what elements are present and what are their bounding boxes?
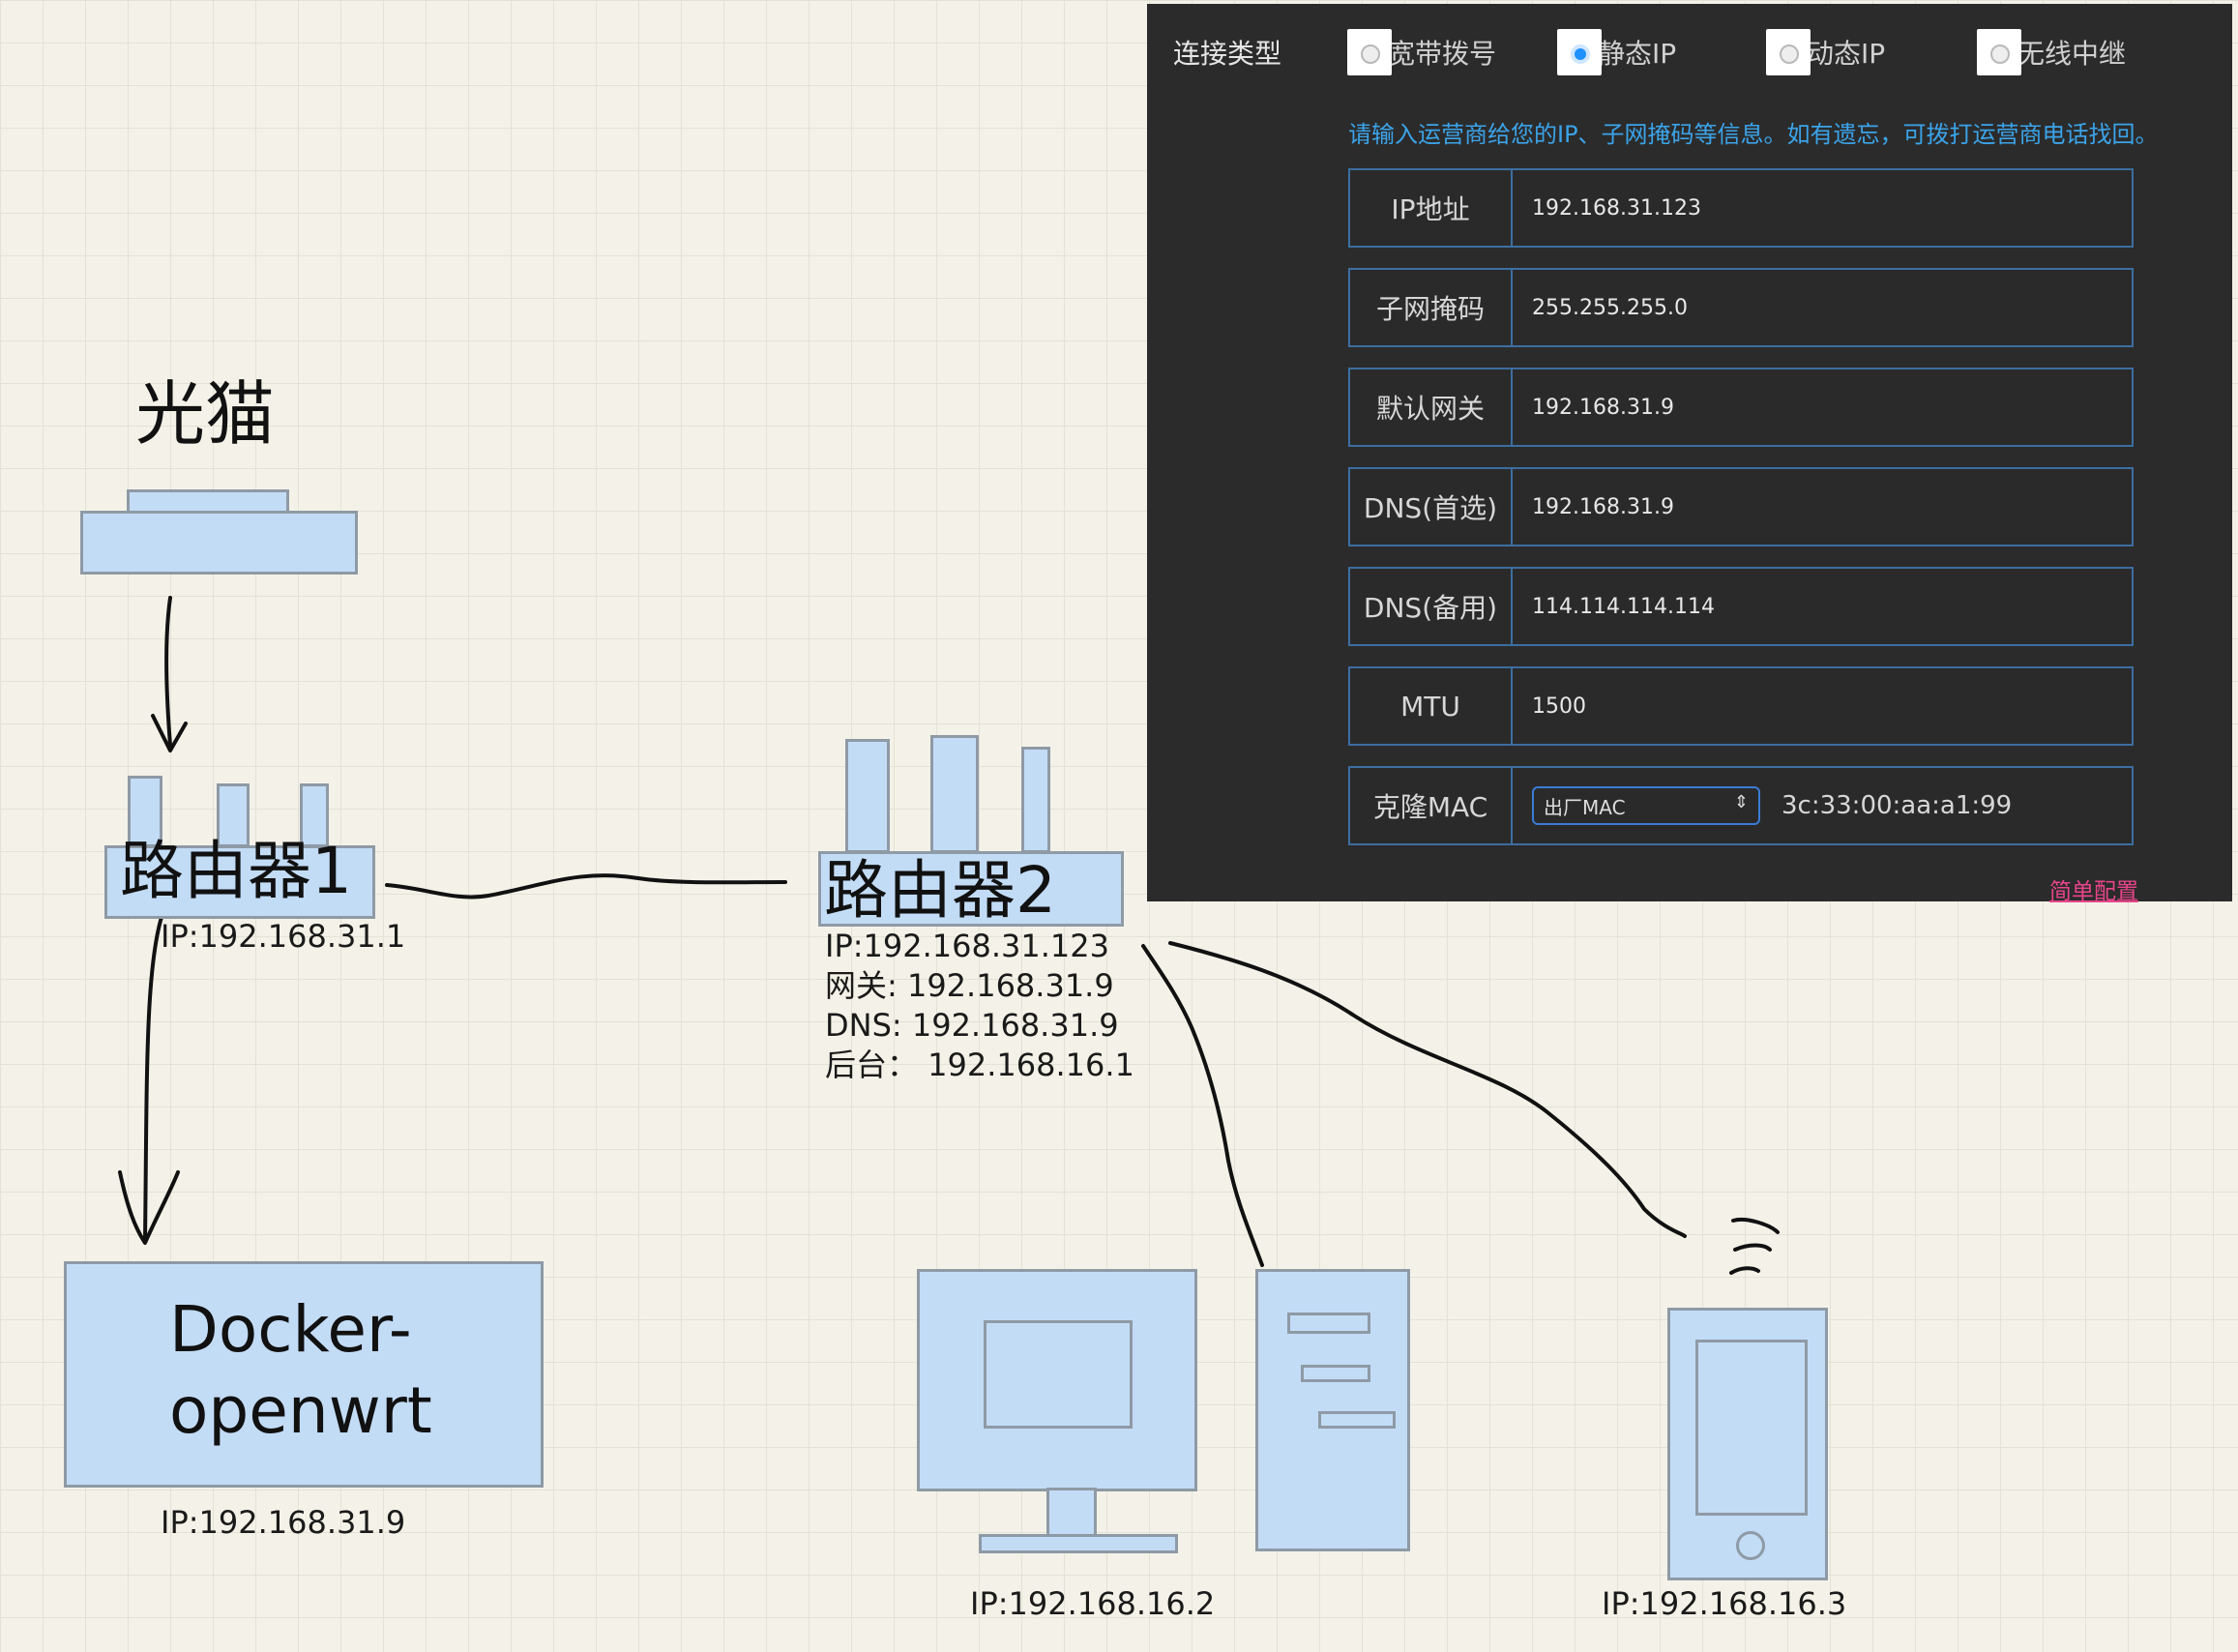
pc-tower — [1255, 1269, 1410, 1551]
phone-screen — [1695, 1340, 1808, 1516]
clone-mac-select-value: 出厂MAC — [1544, 795, 1626, 819]
default-gateway-input[interactable]: 192.168.31.9 — [1532, 395, 1674, 420]
ip-address-input[interactable]: 192.168.31.123 — [1532, 195, 1701, 221]
dns-primary-label: DNS(首选) — [1350, 469, 1513, 545]
router1-ip: IP:192.168.31.1 — [161, 918, 406, 955]
router2-info: IP:192.168.31.123 网关: 192.168.31.9 DNS: … — [825, 927, 1134, 1085]
router-config-panel: 连接类型 宽带拨号 静态IP 动态IP 无线中继 请输入运营商给您的IP、子网掩… — [1147, 4, 2232, 904]
router2-info-admin: 后台： 192.168.16.1 — [825, 1047, 1134, 1083]
docker-ip: IP:192.168.31.9 — [161, 1504, 406, 1541]
radio-static-ip-label: 静态IP — [1598, 38, 1677, 70]
docker-openwrt-label: Docker- openwrt — [169, 1289, 432, 1452]
wifi-signal-icon — [1729, 1218, 1780, 1275]
router2-to-tower-line — [1141, 944, 1264, 1267]
drive-bay — [1318, 1411, 1396, 1429]
mtu-row: MTU 1500 — [1348, 666, 2134, 746]
drive-bay — [1287, 1313, 1370, 1334]
modem-to-router1-arrowhead — [151, 714, 188, 752]
router1-body — [104, 845, 375, 919]
radio-pppoe-label: 宽带拨号 — [1388, 38, 1497, 70]
monitor-screen — [984, 1320, 1133, 1429]
router1-to-router2-line — [385, 873, 787, 900]
router2-antenna — [845, 739, 890, 853]
pc-ip: IP:192.168.16.2 — [970, 1585, 1216, 1622]
monitor — [917, 1269, 1197, 1491]
subnet-mask-row: 子网掩码 255.255.255.0 — [1348, 268, 2134, 347]
clone-mac-row: 克隆MAC 出厂MAC ⇕ 3c:33:00:aa:a1:99 — [1348, 766, 2134, 845]
router1-antenna — [217, 783, 250, 847]
clone-mac-label: 克隆MAC — [1350, 768, 1513, 843]
phone-ip: IP:192.168.16.3 — [1602, 1585, 1847, 1622]
docker-label-line2: openwrt — [169, 1373, 432, 1448]
radio-pppoe[interactable]: 宽带拨号 — [1347, 27, 1496, 77]
router1-label: 路由器1 — [120, 834, 352, 908]
router2-info-gateway: 网关: 192.168.31.9 — [825, 967, 1114, 1004]
radio-button-icon[interactable] — [1347, 29, 1392, 75]
radio-button-icon[interactable] — [1977, 29, 2021, 75]
radio-wireless-relay[interactable]: 无线中继 — [1977, 27, 2126, 77]
radio-static-ip[interactable]: 静态IP — [1557, 27, 1676, 77]
monitor-neck — [1046, 1488, 1097, 1538]
radio-wireless-relay-label: 无线中继 — [2017, 38, 2127, 70]
clone-mac-value: 出厂MAC ⇕ 3c:33:00:aa:a1:99 — [1513, 768, 2132, 843]
radio-dynamic-ip-label: 动态IP — [1807, 38, 1886, 70]
subnet-mask-label: 子网掩码 — [1350, 270, 1513, 345]
mtu-input[interactable]: 1500 — [1532, 693, 1586, 719]
simple-config-link[interactable]: 简单配置 — [2049, 879, 2138, 904]
dns-primary-input[interactable]: 192.168.31.9 — [1532, 494, 1674, 519]
docker-label-line1: Docker- — [169, 1292, 412, 1367]
connection-type-label: 连接类型 — [1173, 38, 1282, 70]
dns-secondary-row: DNS(备用) 114.114.114.114 — [1348, 567, 2134, 646]
monitor-stand — [979, 1534, 1178, 1553]
router2-info-ip: IP:192.168.31.123 — [825, 928, 1109, 964]
modem-to-router1-line — [164, 596, 172, 747]
radio-dynamic-ip[interactable]: 动态IP — [1766, 27, 1885, 77]
dns-secondary-input[interactable]: 114.114.114.114 — [1532, 594, 1715, 619]
ip-address-label: IP地址 — [1350, 170, 1513, 246]
router1-to-docker-arrowhead — [118, 1170, 180, 1245]
mac-address-value: 3c:33:00:aa:a1:99 — [1782, 791, 2013, 820]
ip-address-row: IP地址 192.168.31.123 — [1348, 168, 2134, 248]
router2-info-dns: DNS: 192.168.31.9 — [825, 1007, 1119, 1044]
router1-to-docker-line — [143, 912, 164, 1242]
radio-button-icon[interactable] — [1766, 29, 1811, 75]
router2-label: 路由器2 — [824, 853, 1056, 928]
clone-mac-select[interactable]: 出厂MAC ⇕ — [1532, 786, 1760, 825]
radio-button-selected-icon[interactable] — [1557, 29, 1602, 75]
dns-primary-row: DNS(首选) 192.168.31.9 — [1348, 467, 2134, 546]
drive-bay — [1301, 1365, 1370, 1382]
static-ip-hint: 请输入运营商给您的IP、子网掩码等信息。如有遗忘，可拨打运营商电话找回。 — [1348, 121, 2159, 148]
docker-openwrt-box: Docker- openwrt — [64, 1261, 544, 1488]
router2-body — [818, 851, 1124, 927]
home-button-icon — [1736, 1531, 1765, 1560]
mtu-label: MTU — [1350, 668, 1513, 744]
dns-secondary-label: DNS(备用) — [1350, 569, 1513, 644]
router2-antenna — [930, 735, 979, 853]
default-gateway-label: 默认网关 — [1350, 369, 1513, 445]
router1-antenna — [300, 783, 329, 847]
phone-device — [1667, 1308, 1828, 1580]
modem-label: 光猫 — [135, 373, 276, 455]
default-gateway-row: 默认网关 192.168.31.9 — [1348, 368, 2134, 447]
router2-antenna — [1021, 747, 1050, 853]
subnet-mask-input[interactable]: 255.255.255.0 — [1532, 295, 1688, 320]
select-arrows-icon: ⇕ — [1733, 792, 1749, 812]
router2-to-phone-line — [1168, 941, 1687, 1238]
modem-base — [80, 511, 358, 575]
